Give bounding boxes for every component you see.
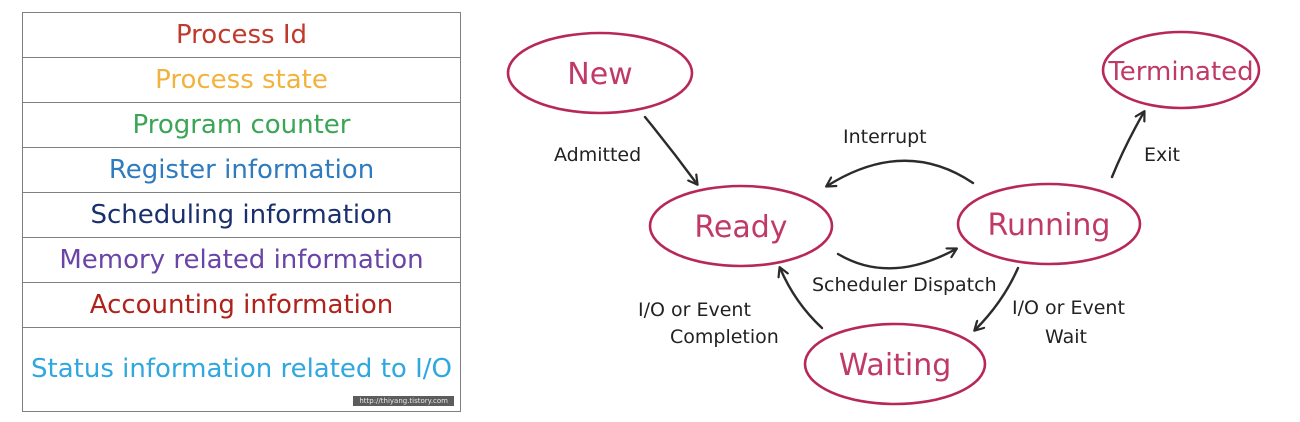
state-running: Running xyxy=(956,182,1142,266)
state-ready: Ready xyxy=(648,184,834,268)
state-waiting: Waiting xyxy=(803,322,987,406)
state-running-ellipse xyxy=(956,182,1142,266)
label-io-event-completion-line1: I/O or Event xyxy=(638,299,751,321)
watermark: http://thiyang.tistory.com xyxy=(353,396,454,406)
label-exit: Exit xyxy=(1144,144,1180,166)
pcb-row-process-id: Process Id xyxy=(23,13,460,58)
state-ready-label: Ready xyxy=(694,210,787,245)
state-terminated-label: Terminated xyxy=(1107,57,1253,87)
pcb-row-scheduling-information: Scheduling information xyxy=(23,193,460,238)
label-admitted: Admitted xyxy=(554,144,641,166)
pcb-row-io-status-information: Status information related to I/O http:/… xyxy=(23,328,460,410)
arrow-admitted xyxy=(643,115,697,184)
state-ready-ellipse xyxy=(648,184,834,268)
state-new-ellipse xyxy=(506,31,694,115)
pcb-row-accounting-information: Accounting information xyxy=(23,283,460,328)
label-interrupt: Interrupt xyxy=(843,126,927,148)
arrow-exit xyxy=(1110,112,1144,179)
label-io-event-wait-line2: Wait xyxy=(1045,326,1087,348)
process-control-block-table: Process Id Process state Program counter… xyxy=(22,12,461,412)
arrow-scheduler-dispatch xyxy=(836,249,956,270)
arrow-interrupt xyxy=(827,159,975,186)
label-io-event-wait-line1: I/O or Event xyxy=(1012,297,1125,319)
pcb-row-process-state: Process state xyxy=(23,58,460,103)
label-scheduler-dispatch: Scheduler Dispatch xyxy=(812,274,997,296)
pcb-row-io-status-label: Status information related to I/O xyxy=(31,354,452,384)
arrow-io-event-wait xyxy=(975,266,1020,330)
arrow-io-event-completion xyxy=(780,268,824,330)
pcb-row-register-information: Register information xyxy=(23,148,460,193)
pcb-row-program-counter: Program counter xyxy=(23,103,460,148)
state-running-label: Running xyxy=(988,208,1111,243)
state-new: New xyxy=(506,31,694,115)
pcb-row-memory-information: Memory related information xyxy=(23,238,460,283)
label-io-event-completion-line2: Completion xyxy=(670,326,779,348)
state-new-label: New xyxy=(567,57,632,92)
state-waiting-label: Waiting xyxy=(839,348,952,383)
state-terminated-ellipse xyxy=(1101,30,1261,110)
state-terminated: Terminated xyxy=(1101,30,1261,110)
state-waiting-ellipse xyxy=(803,322,987,406)
